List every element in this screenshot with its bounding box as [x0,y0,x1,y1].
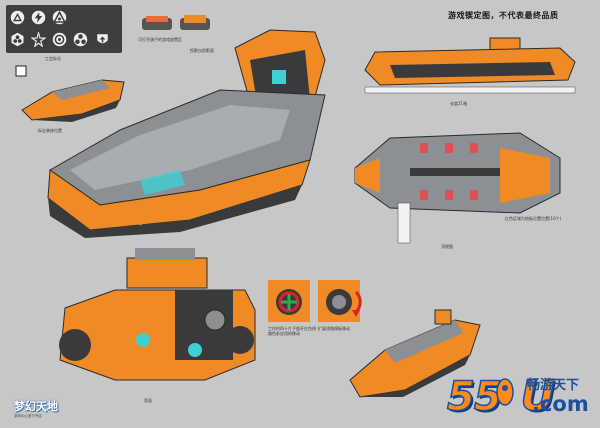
game-logo: 梦幻天地 游戏中心官方专区 [14,398,74,419]
top-view-ship [354,132,561,244]
projection-caption: 投影仪投影面 [190,48,214,53]
top-view-caption: 顶视图 [441,244,453,249]
detail-panel-cross [268,280,310,322]
watermark-com: .com [532,392,589,416]
red-zone-caption: 红色区域为地板位置位置(10个) [505,216,562,221]
emblem-icon-panel [6,5,122,53]
biohazard-icon [72,31,89,48]
flag-mount-sketches [142,15,210,30]
flag-mount-caption: 可打开旗子的游戏放置区 [138,37,182,42]
back-view-caption: 背面 [144,398,152,403]
game-logo-text: 梦幻天地 [14,400,58,413]
target-swirl-icon [51,31,68,48]
lightning-circle-icon [30,9,47,26]
game-logo-subtext: 游戏中心官方专区 [14,414,42,418]
triangle-emblem-icon [9,9,26,26]
triangle-eye-icon [51,9,68,26]
expand-detail-caption: 扩展线路模板移动 [318,326,350,331]
watermark-slogan: 畅游天下 [527,378,580,393]
detail-panel-expand [318,280,362,322]
watermark-u: U [520,370,556,421]
cross-detail-caption: 工作时四十片子放开红色线路色彩应用的移动 [268,326,316,336]
emblem-position-caption: 标志装修位置 [38,128,62,133]
length-caption: 长度21格 [450,101,468,106]
back-view-ship [59,248,256,381]
side-view-ship [364,37,576,94]
bottom-ship-perspective [349,309,481,398]
small-ship-side-sketch [15,65,125,122]
shield-arrow-icon [94,31,111,48]
hexagon-flower-icon [9,31,26,48]
star-burst-icon [30,31,47,48]
main-ship-perspective [47,29,326,238]
site-watermark: 55 U [446,368,556,421]
fish-mascot-icon [496,376,514,406]
emblem-caption: 工会标志 [45,56,61,61]
watermark-number: 55 [446,373,502,421]
page-title: 游戏锲定图，不代表最终品质 [448,11,559,20]
